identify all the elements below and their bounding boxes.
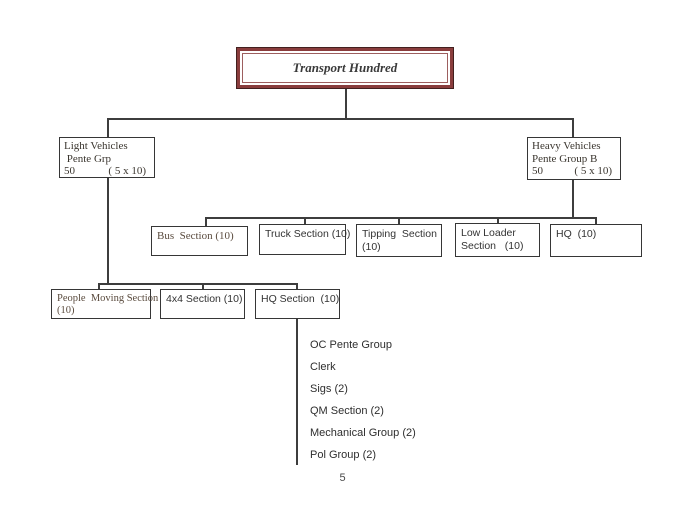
section-label: People Moving Section <box>57 293 159 304</box>
connector-line <box>296 319 298 465</box>
connector-line <box>107 118 109 137</box>
connector-line <box>202 283 204 290</box>
hq-10-node: HQ (10) <box>550 224 642 257</box>
group-composition: ( 5 x 10) <box>574 165 612 177</box>
light-vehicles-group-node: Light Vehicles Pente Grp 50 ( 5 x 10) <box>59 137 155 178</box>
group-count-row: 50 ( 5 x 10) <box>64 165 150 178</box>
hq-detail-item: QM Section (2) <box>310 405 384 417</box>
section-label: Truck Section (10) <box>265 228 351 240</box>
bus-section-node: Bus Section (10) <box>151 226 248 256</box>
connector-line <box>98 283 100 290</box>
org-root-node-gap: Transport Hundred <box>240 51 450 85</box>
page-number: 5 <box>339 472 346 484</box>
connector-line <box>296 283 298 290</box>
section-label-line2: Section (10) <box>461 240 524 252</box>
hq-section-detail-list: OC Pente Group Clerk Sigs (2) QM Section… <box>310 339 416 472</box>
section-label-line2: (10) <box>362 241 381 253</box>
hq-detail-item: Mechanical Group (2) <box>310 427 416 439</box>
section-label: Bus Section (10) <box>157 230 234 242</box>
heavy-vehicles-group-node: Heavy Vehicles Pente Group B 50 ( 5 x 10… <box>527 137 621 180</box>
group-count: 50 <box>532 165 543 177</box>
connector-line <box>107 118 573 120</box>
hq-detail-item: Pol Group (2) <box>310 449 377 461</box>
org-root-node-label: Transport Hundred <box>242 53 448 83</box>
group-count: 50 <box>64 165 75 177</box>
connector-line <box>98 283 298 285</box>
group-line1: Heavy Vehicles <box>532 140 601 152</box>
connector-line <box>572 180 574 218</box>
group-count-row: 50 ( 5 x 10) <box>532 165 616 178</box>
group-line1: Light Vehicles <box>64 140 128 152</box>
group-composition: ( 5 x 10) <box>108 165 146 177</box>
connector-line <box>497 217 499 224</box>
group-line2: Pente Group B <box>532 152 598 165</box>
low-loader-section-node: Low Loader Section (10) <box>455 223 540 257</box>
group-line2: Pente Grp <box>64 152 112 165</box>
connector-line <box>398 217 400 225</box>
connector-line <box>205 217 597 219</box>
section-label: 4x4 Section (10) <box>166 293 243 305</box>
org-root-node: Transport Hundred <box>236 47 454 89</box>
four-by-four-section-node: 4x4 Section (10) <box>160 289 245 319</box>
section-label: HQ Section (10) <box>261 293 340 305</box>
hq-detail-item: Sigs (2) <box>310 383 348 395</box>
section-label-line2: (10) <box>57 304 75 316</box>
connector-line <box>572 118 574 137</box>
connector-line <box>107 178 109 284</box>
section-label: HQ (10) <box>556 228 597 240</box>
connector-line <box>205 217 207 227</box>
connector-line <box>595 217 597 225</box>
hq-detail-item: OC Pente Group <box>310 339 392 351</box>
section-label: Low Loader <box>461 227 516 239</box>
connector-line <box>345 89 347 118</box>
connector-line <box>304 217 306 225</box>
hq-section-node: HQ Section (10) <box>255 289 340 319</box>
truck-section-node: Truck Section (10) <box>259 224 351 255</box>
section-label: Tipping Section <box>362 228 437 240</box>
hq-detail-item: Clerk <box>310 361 336 373</box>
tipping-section-node: Tipping Section (10) <box>356 224 442 257</box>
people-moving-section-node: People Moving Section (10) <box>51 289 159 319</box>
